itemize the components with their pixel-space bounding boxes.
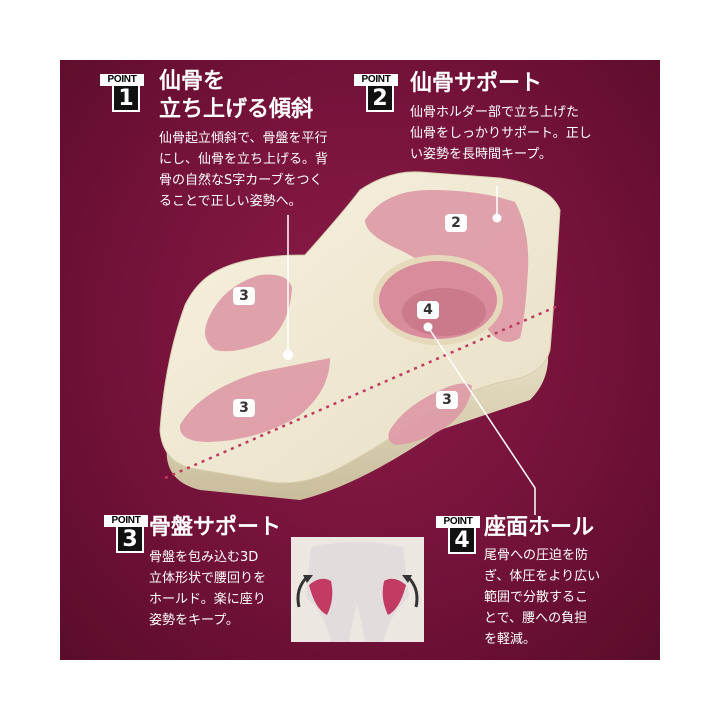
point-label: POINT <box>100 74 144 86</box>
leader-line-4 <box>427 326 536 515</box>
point-label: POINT <box>354 74 398 86</box>
point-number: 1 <box>112 86 140 112</box>
point-2-badge: POINT 2 <box>354 74 398 112</box>
pelvis-support-photo <box>291 537 424 642</box>
point-label: POINT <box>436 516 480 528</box>
point-1-badge: POINT 1 <box>100 74 144 112</box>
seat-cushion-illustration <box>159 171 561 515</box>
point-4-description: 尾骨への圧迫を防 ぎ、体圧をより広い 範囲で分散するこ とで、腰への負担 を軽減… <box>484 548 601 647</box>
marker-3-upper: 3 <box>233 287 255 305</box>
marker-2: 2 <box>445 214 467 232</box>
point-number: 3 <box>116 527 144 553</box>
pelvis-pad-left-lower <box>179 358 330 442</box>
point-number: 2 <box>366 86 394 112</box>
point-2-description: 仙骨ホルダー部で立ち上げた 仙骨をしっかりサポート。正し い姿勢を長時間キープ。 <box>410 105 592 162</box>
infographic-panel: 2 3 3 3 4 POINT 1 仙骨を 立ち上げる傾斜 仙骨起立傾斜で、骨盤… <box>60 60 660 660</box>
point-4-title: 座面ホール <box>484 515 595 540</box>
point-1-title: 仙骨を 立ち上げる傾斜 <box>159 69 314 122</box>
marker-3-lower: 3 <box>233 399 255 417</box>
point-1-description: 仙骨起立傾斜で、骨盤を平行 にし、仙骨を立ち上げる。背 骨の自然なS字カーブをつ… <box>159 131 329 209</box>
point-3-badge: POINT 3 <box>104 515 148 553</box>
point-4-badge: POINT 4 <box>436 516 480 554</box>
marker-4: 4 <box>417 301 439 319</box>
point-3-description: 骨盤を包み込む3D 立体形状で腰回りを ホールド。楽に座り 姿勢をキープ。 <box>149 550 267 628</box>
marker-3-right: 3 <box>436 391 458 409</box>
pelvis-pad-left-upper <box>205 274 292 352</box>
point-2-title: 仙骨サポート <box>410 71 543 96</box>
point-3-title: 骨盤サポート <box>149 515 282 540</box>
point-number: 4 <box>448 528 476 554</box>
point-label: POINT <box>104 515 148 527</box>
